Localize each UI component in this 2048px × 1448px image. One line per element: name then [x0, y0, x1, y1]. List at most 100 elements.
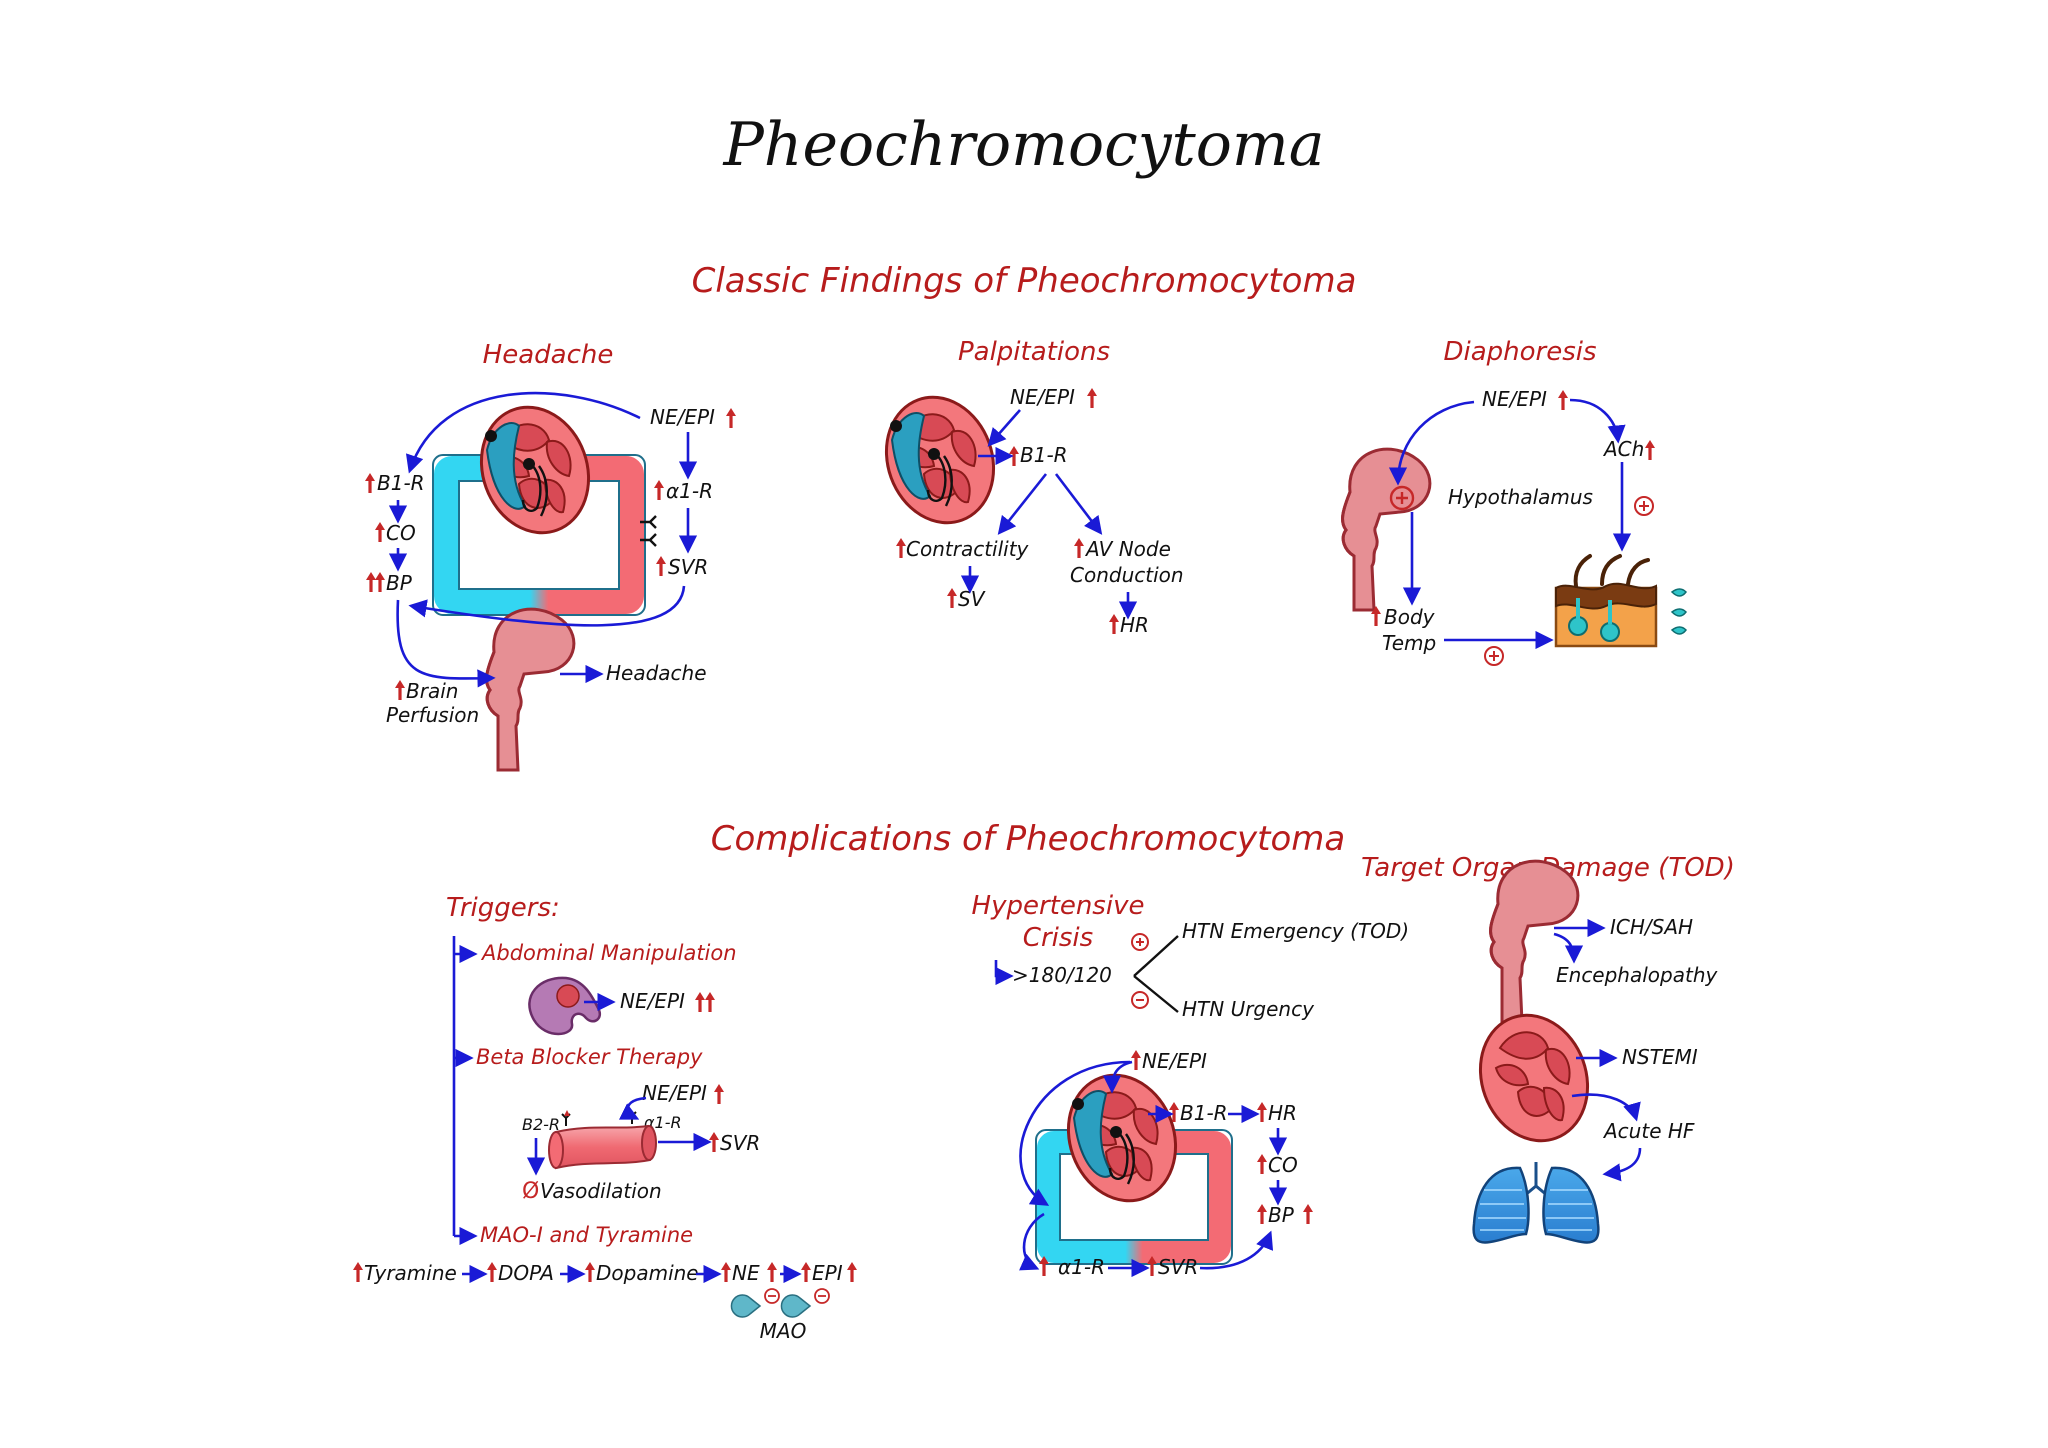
chain-dopa: DOPA	[498, 1261, 554, 1285]
crisis-bp: BP	[1268, 1203, 1295, 1227]
skin-icon	[1554, 554, 1687, 648]
crisis-emergency: HTN Emergency (TOD)	[1182, 919, 1409, 943]
up-arrow-icon	[847, 1262, 857, 1282]
diaphoresis-ne-epi: NE/EPI	[1482, 387, 1547, 411]
up-arrow-icon	[585, 1262, 595, 1282]
up-arrow-icon	[1087, 388, 1097, 408]
diaphoresis-panel: Diaphoresis NE/EPI ACh Hypothalamus Body…	[1341, 337, 1687, 666]
plus-icon	[1634, 496, 1654, 516]
up-arrow-icon	[1131, 1050, 1141, 1070]
crisis-urgency: HTN Urgency	[1182, 997, 1315, 1021]
brain-icon	[485, 607, 576, 772]
up-arrow-icon	[1074, 538, 1084, 558]
up-arrow-icon	[1257, 1154, 1267, 1174]
mao-enzyme-icon	[780, 1294, 812, 1318]
palpitations-b1r: B1-R	[1020, 443, 1068, 467]
up-arrow-icon	[375, 572, 385, 592]
palpitations-sv: SV	[958, 587, 986, 611]
headache-result: Headache	[606, 661, 707, 685]
bb-ne-epi: NE/EPI	[642, 1081, 707, 1105]
heart-icon	[1461, 998, 1607, 1158]
up-arrow-icon	[487, 1262, 497, 1282]
diaphoresis-body-temp-1: Body	[1384, 605, 1436, 629]
crisis-b1r: B1-R	[1180, 1101, 1228, 1125]
up-arrow-icon	[1009, 446, 1019, 466]
tyramine-chain: Tyramine DOPA Dopamine NE EPI MAO	[353, 1261, 857, 1343]
up-arrow-icon	[767, 1262, 777, 1282]
up-arrow-icon	[695, 992, 705, 1012]
up-arrow-icon	[1558, 390, 1568, 410]
bb-b2r: B2-R	[522, 1115, 560, 1134]
headache-ne-epi: NE/EPI	[650, 405, 715, 429]
crisis-svr: SVR	[1158, 1255, 1198, 1279]
lungs-icon	[1472, 1162, 1600, 1244]
tod-ich-sah: ICH/SAH	[1610, 915, 1693, 939]
page-title: Pheochromocytoma	[722, 110, 1324, 180]
trigger-abdominal: Abdominal Manipulation	[480, 941, 737, 965]
up-arrow-icon	[366, 572, 376, 592]
mao-label: MAO	[760, 1319, 807, 1343]
diaphoresis-body-temp-2: Temp	[1382, 631, 1436, 655]
crisis-ne-epi: NE/EPI	[1142, 1049, 1207, 1073]
palpitations-ne-epi: NE/EPI	[1010, 385, 1075, 409]
plus-icon	[1484, 646, 1504, 666]
up-arrow-icon	[1645, 440, 1655, 460]
headache-panel: Headache NE/EPI B1-R CO BP α1-R SVR Brai…	[365, 340, 736, 772]
headache-brain-perfusion-2: Perfusion	[386, 703, 479, 727]
crisis-panel: Hypertensive Crisis >180/120 HTN Emergen…	[972, 891, 1410, 1279]
up-arrow-icon	[709, 1132, 719, 1152]
trigger-beta-blocker: Beta Blocker Therapy	[476, 1045, 703, 1069]
blood-vessel-icon	[548, 1110, 657, 1170]
abdominal-result: NE/EPI	[620, 989, 685, 1013]
palpitations-title: Palpitations	[958, 337, 1110, 367]
palpitations-av-node-1: AV Node	[1084, 537, 1171, 561]
brain-icon	[1489, 859, 1580, 1024]
headache-b1r: B1-R	[377, 471, 425, 495]
diaphoresis-title: Diaphoresis	[1443, 337, 1596, 367]
headache-bp: BP	[386, 571, 413, 595]
up-arrow-icon	[801, 1262, 811, 1282]
chain-ne: NE	[732, 1261, 760, 1285]
headache-co: CO	[386, 521, 416, 545]
tod-acute-hf: Acute HF	[1602, 1119, 1695, 1143]
up-arrow-icon	[365, 473, 375, 493]
crisis-hr: HR	[1268, 1101, 1297, 1125]
up-arrow-icon	[1257, 1102, 1267, 1122]
up-arrow-icon	[1303, 1204, 1313, 1224]
chain-tyramine: Tyramine	[364, 1261, 457, 1285]
crisis-co: CO	[1268, 1153, 1298, 1177]
up-arrow-icon	[656, 556, 666, 576]
plus-icon	[1389, 485, 1415, 511]
tod-panel: Target Organ Damage (TOD) ICH/SAH Enceph…	[1361, 853, 1735, 1244]
up-arrow-icon	[375, 522, 385, 542]
trigger-mao: MAO-I and Tyramine	[480, 1223, 693, 1247]
up-arrow-icon	[1257, 1204, 1267, 1224]
bb-vasodilation: Vasodilation	[540, 1179, 662, 1203]
up-arrow-icon	[947, 588, 957, 608]
chain-epi: EPI	[812, 1261, 843, 1285]
up-arrow-icon	[1109, 614, 1119, 634]
headache-brain-perfusion-1: Brain	[406, 679, 458, 703]
palpitations-panel: Palpitations NE/EPI B1-R Contractility A…	[869, 337, 1184, 637]
diaphoresis-ach: ACh	[1602, 437, 1644, 461]
up-arrow-icon	[654, 480, 664, 500]
headache-svr: SVR	[668, 555, 708, 579]
up-arrow-icon	[714, 1084, 724, 1104]
tod-encephalopathy: Encephalopathy	[1556, 963, 1719, 987]
heart-icon	[464, 392, 606, 548]
heart-icon	[1051, 1060, 1193, 1216]
up-arrow-icon	[896, 538, 906, 558]
heart-icon	[869, 382, 1011, 538]
headache-title: Headache	[483, 340, 614, 370]
brain-icon	[1341, 447, 1432, 612]
complications-heading: Complications of Pheochromocytoma	[711, 819, 1346, 859]
diaphoresis-hypothalamus: Hypothalamus	[1448, 485, 1593, 509]
mao-enzyme-icon	[730, 1294, 762, 1318]
bb-a1r: α1-R	[644, 1113, 682, 1132]
crisis-a1r: α1-R	[1058, 1255, 1105, 1279]
up-arrow-icon	[353, 1262, 363, 1282]
crisis-title-2: Crisis	[1023, 923, 1093, 953]
triggers-panel: Triggers: Abdominal Manipulation NE/EPI …	[353, 893, 857, 1343]
crisis-threshold: >180/120	[1012, 963, 1112, 987]
